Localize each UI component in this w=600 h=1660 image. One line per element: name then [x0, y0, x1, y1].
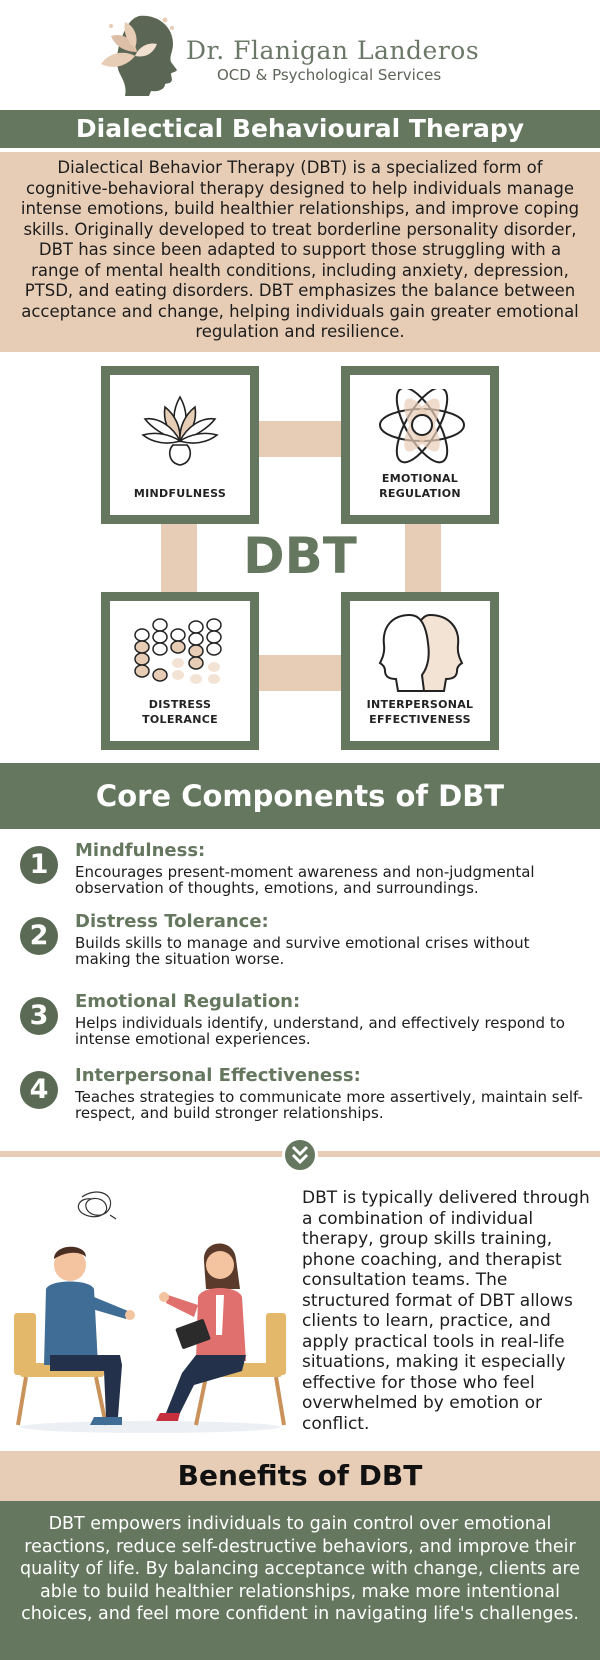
label-line: MINDFULNESS [133, 487, 227, 500]
list-item: 1 Mindfulness: Encourages present-moment… [0, 840, 600, 910]
header: Dr. Flanigan Landeros OCD & Psychologica… [0, 0, 600, 110]
component-title: Mindfulness: [75, 840, 206, 861]
benefits-heading: Benefits of DBT [0, 1451, 600, 1501]
abacus-icon [134, 618, 222, 684]
chevron-badge [282, 1137, 318, 1173]
component-title: Emotional Regulation: [75, 991, 301, 1012]
number-badge: 2 [20, 917, 58, 955]
list-item: 2 Distress Tolerance: Builds skills to m… [0, 911, 600, 981]
two-heads-icon [378, 613, 464, 692]
list-item: 3 Emotional Regulation: Helps individual… [0, 991, 600, 1061]
delivery-paragraph: DBT is typically delivered through a com… [302, 1188, 590, 1434]
component-description: Helps individuals identify, understand, … [75, 1014, 565, 1048]
chevron-double-down-icon [291, 1145, 309, 1165]
label-distress-tolerance: DISTRESS TOLERANCE [110, 697, 250, 727]
page-title: Dialectical Behavioural Therapy [0, 110, 600, 148]
component-title: Distress Tolerance: [75, 911, 269, 932]
number-badge: 4 [20, 1071, 58, 1109]
box-emotional-regulation: EMOTIONAL REGULATION [341, 366, 499, 524]
connector-right [405, 515, 441, 595]
brand-subtitle: OCD & Psychological Services [217, 66, 442, 84]
atom-icon [379, 389, 465, 464]
component-description: Encourages present-moment awareness and … [75, 863, 535, 897]
dbt-diagram: MINDFULNESS EMOTIONAL REGULATION DBT [0, 355, 600, 755]
connector-bottom [256, 655, 344, 691]
component-description: Builds skills to manage and survive emot… [75, 934, 530, 968]
brand-name: Dr. Flanigan Landeros [186, 36, 480, 65]
benefits-paragraph: DBT empowers individuals to gain control… [0, 1501, 600, 1660]
connector-left [161, 515, 197, 595]
number-badge: 3 [20, 997, 58, 1035]
label-line: TOLERANCE [142, 713, 218, 726]
box-distress-tolerance: DISTRESS TOLERANCE [101, 592, 259, 750]
lotus-icon [141, 395, 219, 466]
label-line: EMOTIONAL [381, 472, 459, 485]
box-interpersonal-effectiveness: INTERPERSONAL EFFECTIVENESS [341, 592, 499, 750]
box-mindfulness: MINDFULNESS [101, 366, 259, 524]
label-emotional-regulation: EMOTIONAL REGULATION [350, 471, 490, 501]
label-mindfulness: MINDFULNESS [110, 486, 250, 501]
head-with-leaves-logo [101, 15, 177, 96]
label-line: DISTRESS [148, 698, 212, 711]
core-components-heading: Core Components of DBT [0, 763, 600, 829]
therapy-session-illustration [14, 1191, 286, 1433]
dbt-center-label: DBT [243, 527, 357, 585]
label-interpersonal-effectiveness: INTERPERSONAL EFFECTIVENESS [350, 697, 490, 727]
component-title: Interpersonal Effectiveness: [75, 1065, 361, 1086]
list-item: 4 Interpersonal Effectiveness: Teaches s… [0, 1065, 600, 1135]
connector-top [256, 421, 344, 457]
intro-paragraph: Dialectical Behavior Therapy (DBT) is a … [0, 152, 600, 352]
label-line: EFFECTIVENESS [369, 713, 471, 726]
label-line: REGULATION [379, 487, 461, 500]
number-badge: 1 [20, 846, 58, 884]
component-description: Teaches strategies to communicate more a… [75, 1088, 583, 1122]
label-line: INTERPERSONAL [366, 698, 474, 711]
